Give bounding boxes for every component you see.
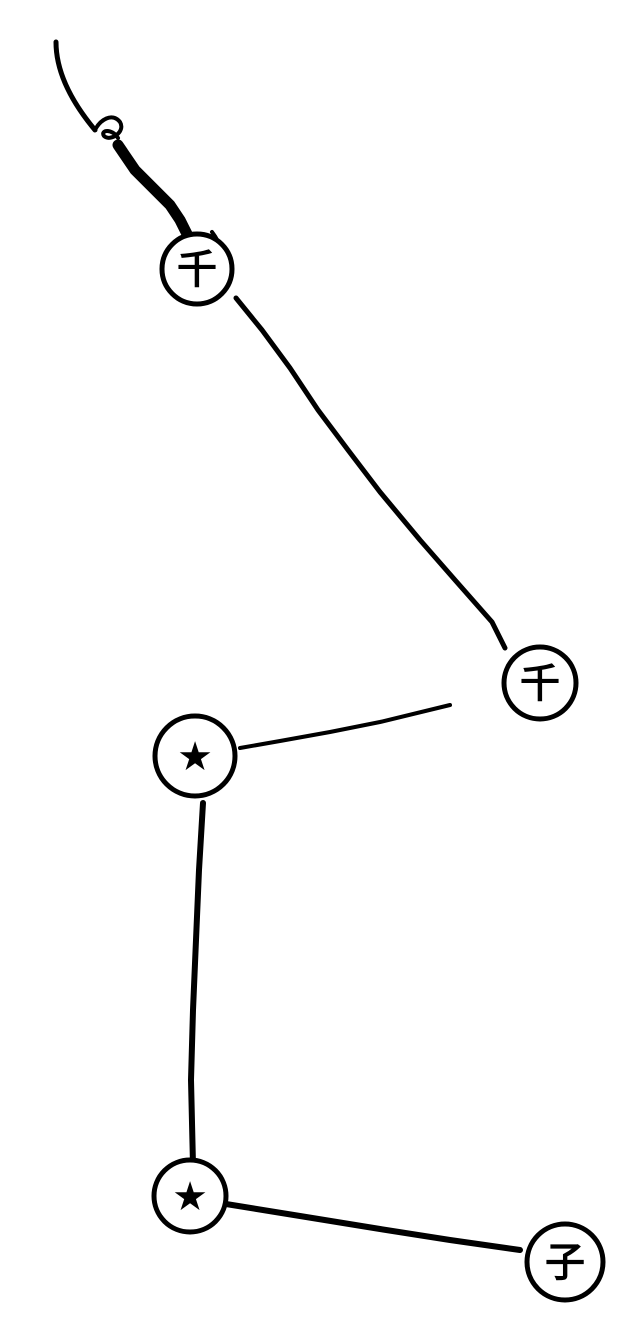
edge-n2-n3 <box>240 705 450 748</box>
edge-n1-n2 <box>236 298 505 648</box>
edges <box>191 298 520 1250</box>
node-2-glyph: 千 <box>520 661 560 707</box>
node-2: 千 <box>504 647 576 719</box>
node-4-glyph: ★ <box>172 1174 208 1220</box>
node-3: ★ <box>155 716 235 796</box>
node-5: 子 <box>527 1224 603 1300</box>
node-5-glyph: 子 <box>545 1240 585 1286</box>
node-1-glyph: 千 <box>177 247 217 293</box>
node-3-glyph: ★ <box>177 734 213 780</box>
node-1: 千 <box>162 234 232 304</box>
node-4: ★ <box>154 1160 226 1232</box>
edge-n3-n4 <box>191 803 203 1165</box>
edge-n4-n5 <box>226 1204 520 1250</box>
